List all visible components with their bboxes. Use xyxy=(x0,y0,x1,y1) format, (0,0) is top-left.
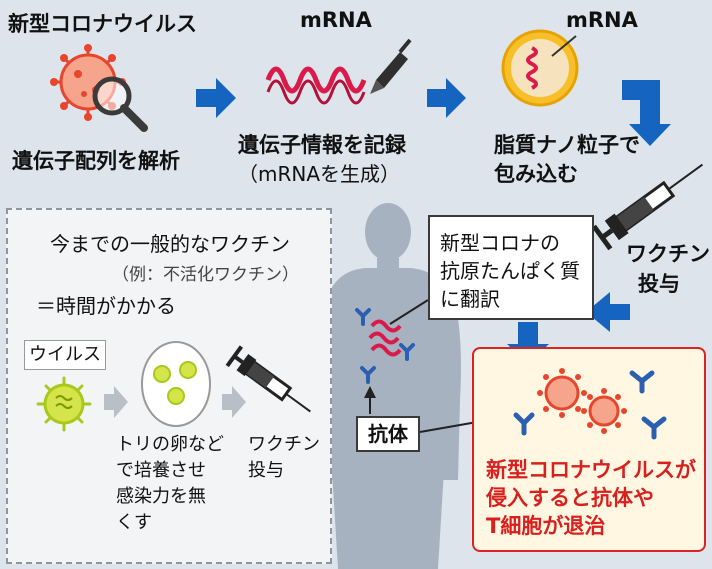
arrow-4 xyxy=(586,292,630,332)
virus-title: 新型コロナウイルス xyxy=(8,12,197,36)
record-label: 遺伝子情報を記録 xyxy=(238,133,406,157)
result-line-1: 新型コロナウイルスが xyxy=(486,458,696,482)
antibody-icon xyxy=(355,308,415,384)
result-line-3: T細胞が退治 xyxy=(486,514,606,538)
magnifier-virus-icon xyxy=(50,44,148,132)
legacy-note: ＝時間がかかる xyxy=(36,294,176,318)
legacy-admin-caption: ワクチン 投与 xyxy=(248,432,320,484)
arrow-1 xyxy=(196,78,236,118)
mrna-label-2: mRNA xyxy=(566,8,638,32)
vaccine-label-2: 投与 xyxy=(638,272,680,296)
bubble-line-2: 抗原たんぱく質 xyxy=(440,259,580,283)
green-virus-icon xyxy=(36,376,92,432)
legacy-syringe-icon xyxy=(225,345,311,413)
legacy-arrow-1 xyxy=(104,386,128,418)
legacy-admin-line-1: ワクチン xyxy=(248,434,320,455)
flow-arrows xyxy=(196,78,671,364)
result-graphics xyxy=(513,368,667,440)
pen-icon xyxy=(370,38,412,94)
egg-caption: トリの卵など で培養させ 感染力を無 くす xyxy=(116,432,224,536)
egg-caption-line-4: くす xyxy=(116,512,152,533)
syringe-icon xyxy=(591,163,704,251)
lipid-label-2: 包み込む xyxy=(494,162,578,186)
vaccine-label: ワクチン xyxy=(626,242,710,266)
egg-icon xyxy=(141,341,211,427)
virus-chip-label: ウイルス xyxy=(24,340,106,370)
arrow-2 xyxy=(427,78,466,118)
result-panel xyxy=(472,347,706,552)
egg-caption-line-2: で培養させ xyxy=(116,460,206,481)
lipid-label: 脂質ナノ粒子で xyxy=(494,133,640,157)
mrna-label: mRNA xyxy=(300,8,372,32)
antibody-label: 抗体 xyxy=(356,416,420,452)
result-text: 新型コロナウイルスが 侵入すると抗体や T細胞が退治 xyxy=(486,456,696,540)
lipid-nanoparticle-icon xyxy=(501,29,579,107)
translation-bubble: 新型コロナの 抗原たんぱく質 に翻訳 xyxy=(428,215,594,320)
legacy-arrow-2 xyxy=(222,386,246,418)
legacy-example: （例：不活化ワクチン） xyxy=(112,265,299,285)
body-rna-icon xyxy=(368,319,402,357)
antibody-group xyxy=(513,370,667,440)
egg-caption-line-1: トリの卵など xyxy=(116,434,224,455)
virus-icon-2 xyxy=(581,388,627,434)
legacy-admin-line-2: 投与 xyxy=(248,460,284,481)
result-line-2: 侵入すると抗体や xyxy=(486,486,654,510)
arrow-3 xyxy=(622,80,671,146)
bubble-line-1: 新型コロナの xyxy=(440,231,560,255)
egg-caption-line-3: 感染力を無 xyxy=(116,486,206,507)
record-sublabel: （mRNAを生成） xyxy=(238,162,401,186)
rna-strand-icon xyxy=(265,66,367,105)
analyze-label: 遺伝子配列を解析 xyxy=(12,149,180,173)
legacy-title: 今までの一般的なワクチン xyxy=(50,232,290,256)
virus-icon xyxy=(537,368,587,418)
bubble-line-3: に翻訳 xyxy=(440,287,500,311)
